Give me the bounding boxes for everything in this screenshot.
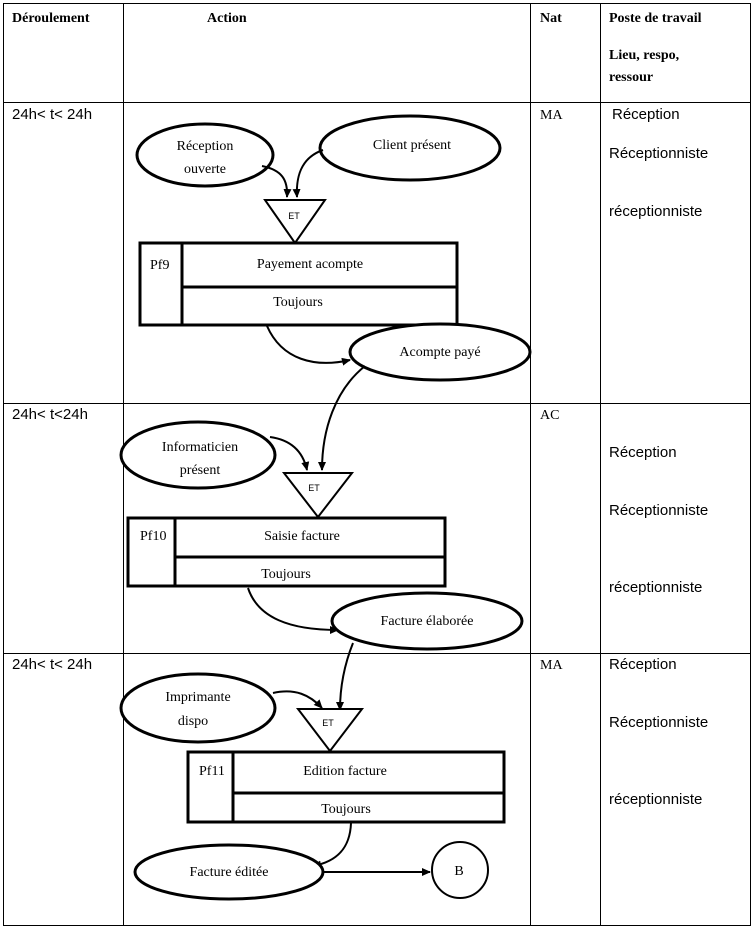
row2-nat: AC <box>540 408 559 423</box>
row1-lieu: Réception <box>612 106 680 123</box>
svg-text:Réception: Réception <box>177 139 234 154</box>
svg-text:Informaticien: Informaticien <box>162 440 238 455</box>
header-poste-sub2: ressour <box>609 70 653 85</box>
row3-lieu: Réception <box>609 656 677 673</box>
arrow-client-to-et1 <box>292 149 324 198</box>
row2-respo: Réceptionniste <box>609 502 708 519</box>
event-reception-ouverte: Réception ouverte <box>135 122 275 188</box>
svg-text:Facture éditée: Facture éditée <box>190 865 269 880</box>
row2-deroulement: 24h< t<24h <box>12 406 88 423</box>
arrow-pf11-to-facture-editee <box>312 822 352 869</box>
event-imprimante-dispo: Imprimante dispo <box>119 672 277 744</box>
svg-text:ET: ET <box>308 483 320 493</box>
svg-text:ET: ET <box>322 718 334 728</box>
row1-deroulement: 24h< t< 24h <box>12 106 92 123</box>
svg-text:ouverte: ouverte <box>184 162 226 177</box>
header-action: Action <box>207 11 247 26</box>
op2-name: Saisie facture <box>264 529 340 544</box>
row1-respo: Réceptionniste <box>609 145 708 162</box>
table-grid <box>3 3 751 926</box>
row3-respo: Réceptionniste <box>609 714 708 731</box>
event-informaticien-present: Informaticien présent <box>119 420 277 490</box>
svg-text:Client présent: Client présent <box>373 138 451 153</box>
op3-rule: Toujours <box>321 802 371 817</box>
arrow-facture-to-et3 <box>336 642 354 711</box>
row2-ressource: réceptionniste <box>609 579 702 596</box>
op1-name: Payement acompte <box>257 257 363 272</box>
operation-pf9: Pf9 Payement acompte Toujours <box>138 241 459 327</box>
connector-b: B <box>431 841 489 899</box>
arrow-informaticien-to-et2 <box>269 436 310 471</box>
row3-ressource: réceptionniste <box>609 791 702 808</box>
row1-ressource: réceptionniste <box>609 203 702 220</box>
arrow-reception-to-et1 <box>261 165 292 198</box>
svg-text:Facture élaborée: Facture élaborée <box>381 614 474 629</box>
svg-text:dispo: dispo <box>178 714 208 729</box>
event-facture-editee: Facture éditée <box>133 843 325 901</box>
op3-name: Edition facture <box>303 764 387 779</box>
svg-text:présent: présent <box>180 463 221 478</box>
arrow-imprimante-to-et3 <box>272 690 323 709</box>
header-poste: Poste de travail <box>609 11 702 26</box>
svg-text:Acompte payé: Acompte payé <box>399 345 480 360</box>
operation-pf10: Pf10 Saisie facture Toujours <box>126 516 447 588</box>
op1-code: Pf9 <box>150 258 169 273</box>
arrow-pf10-to-facture <box>247 587 339 634</box>
event-acompte-paye: Acompte payé <box>348 322 532 382</box>
row3-nat: MA <box>540 658 563 673</box>
sync-et-2: ET <box>281 472 355 519</box>
op2-code: Pf10 <box>140 529 166 544</box>
arrow-acompte-to-et2 <box>318 365 366 471</box>
row1-nat: MA <box>540 108 563 123</box>
svg-text:Imprimante: Imprimante <box>165 690 230 705</box>
event-facture-elaboree: Facture élaborée <box>330 591 524 651</box>
arrow-pf9-to-acompte <box>266 325 351 366</box>
event-client-present: Client présent <box>318 114 502 182</box>
row2-lieu: Réception <box>609 444 677 461</box>
svg-text:B: B <box>454 864 463 879</box>
sync-et-3: ET <box>295 708 365 753</box>
row3-deroulement: 24h< t< 24h <box>12 656 92 673</box>
header-poste-sub1: Lieu, respo, <box>609 48 679 63</box>
header-nat: Nat <box>540 11 562 26</box>
operation-pf11: Pf11 Edition facture Toujours <box>186 750 506 824</box>
sync-et-1: ET <box>263 199 327 245</box>
op2-rule: Toujours <box>261 567 311 582</box>
op1-rule: Toujours <box>273 295 323 310</box>
svg-text:ET: ET <box>288 211 300 221</box>
header-deroulement: Déroulement <box>12 11 90 26</box>
op3-code: Pf11 <box>199 764 225 779</box>
